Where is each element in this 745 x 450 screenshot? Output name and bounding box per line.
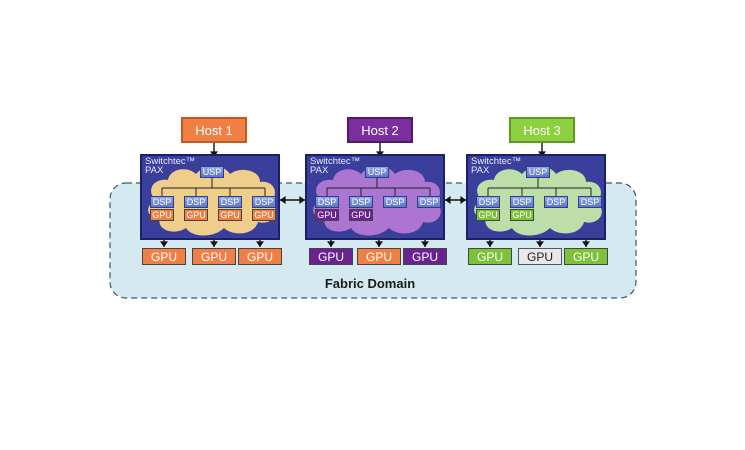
external-gpu-3: GPU	[403, 248, 447, 265]
switch-cloud	[148, 166, 276, 236]
switch-cloud-graphic	[313, 166, 441, 236]
external-gpu-1: GPU	[142, 248, 186, 265]
dsp-port-2: DSP	[349, 196, 373, 208]
gpu-link-2-3-arrowhead	[421, 241, 429, 247]
dsp-port-4: DSP	[417, 196, 441, 208]
gpu-link-1-1-arrowhead	[160, 241, 168, 247]
switch-cloud-graphic	[148, 166, 276, 236]
dsp-port-1: DSP	[476, 196, 500, 208]
usp-port: USP	[365, 166, 389, 178]
dsp-port-2: DSP	[510, 196, 534, 208]
external-gpu-3: GPU	[238, 248, 282, 265]
dsp-port-4: DSP	[578, 196, 602, 208]
switch-cloud	[474, 166, 602, 236]
host-1-box: Host 1	[181, 117, 247, 143]
host-2-box: Host 2	[347, 117, 413, 143]
internal-gpu-2: GPU	[510, 209, 534, 221]
inter-switch-link-1-2-arrowhead	[280, 196, 286, 204]
dsp-port-3: DSP	[218, 196, 242, 208]
dsp-port-3: DSP	[383, 196, 407, 208]
gpu-link-3-1-arrowhead	[486, 241, 494, 247]
internal-gpu-2: GPU	[184, 209, 208, 221]
internal-gpu-1: GPU	[150, 209, 174, 221]
switchtec-pax-label: Switchtec™ PAX	[310, 156, 361, 176]
gpu-link-2-1-arrowhead	[327, 241, 335, 247]
external-gpu-3: GPU	[564, 248, 608, 265]
switchtec-pax-label: Switchtec™ PAX	[471, 156, 522, 176]
internal-gpu-3: GPU	[218, 209, 242, 221]
external-gpu-1: GPU	[468, 248, 512, 265]
gpu-link-2-2-arrowhead	[375, 241, 383, 247]
gpu-link-3-2-arrowhead	[536, 241, 544, 247]
internal-gpu-4: GPU	[252, 209, 276, 221]
usp-port: USP	[200, 166, 224, 178]
switch-cloud-graphic	[474, 166, 602, 236]
external-gpu-1: GPU	[309, 248, 353, 265]
inter-switch-link-2-3-arrowhead	[460, 196, 466, 204]
external-gpu-2: GPU	[518, 248, 562, 265]
gpu-link-3-3-arrowhead	[582, 241, 590, 247]
gpu-link-1-3-arrowhead	[256, 241, 264, 247]
usp-port: USP	[526, 166, 550, 178]
host-3-box: Host 3	[509, 117, 575, 143]
switch-cloud	[313, 166, 441, 236]
external-gpu-2: GPU	[192, 248, 236, 265]
switchtec-pax-label: Switchtec™ PAX	[145, 156, 196, 176]
dsp-port-3: DSP	[544, 196, 568, 208]
dsp-port-2: DSP	[184, 196, 208, 208]
fabric-domain-label: Fabric Domain	[324, 276, 416, 291]
dsp-port-1: DSP	[150, 196, 174, 208]
inter-switch-link-1-2-arrowhead	[299, 196, 305, 204]
dsp-port-1: DSP	[315, 196, 339, 208]
internal-gpu-1: GPU	[476, 209, 500, 221]
internal-gpu-2: GPU	[349, 209, 373, 221]
gpu-link-1-2-arrowhead	[210, 241, 218, 247]
inter-switch-link-2-3-arrowhead	[445, 196, 451, 204]
dsp-port-4: DSP	[252, 196, 276, 208]
external-gpu-2: GPU	[357, 248, 401, 265]
internal-gpu-1: GPU	[315, 209, 339, 221]
